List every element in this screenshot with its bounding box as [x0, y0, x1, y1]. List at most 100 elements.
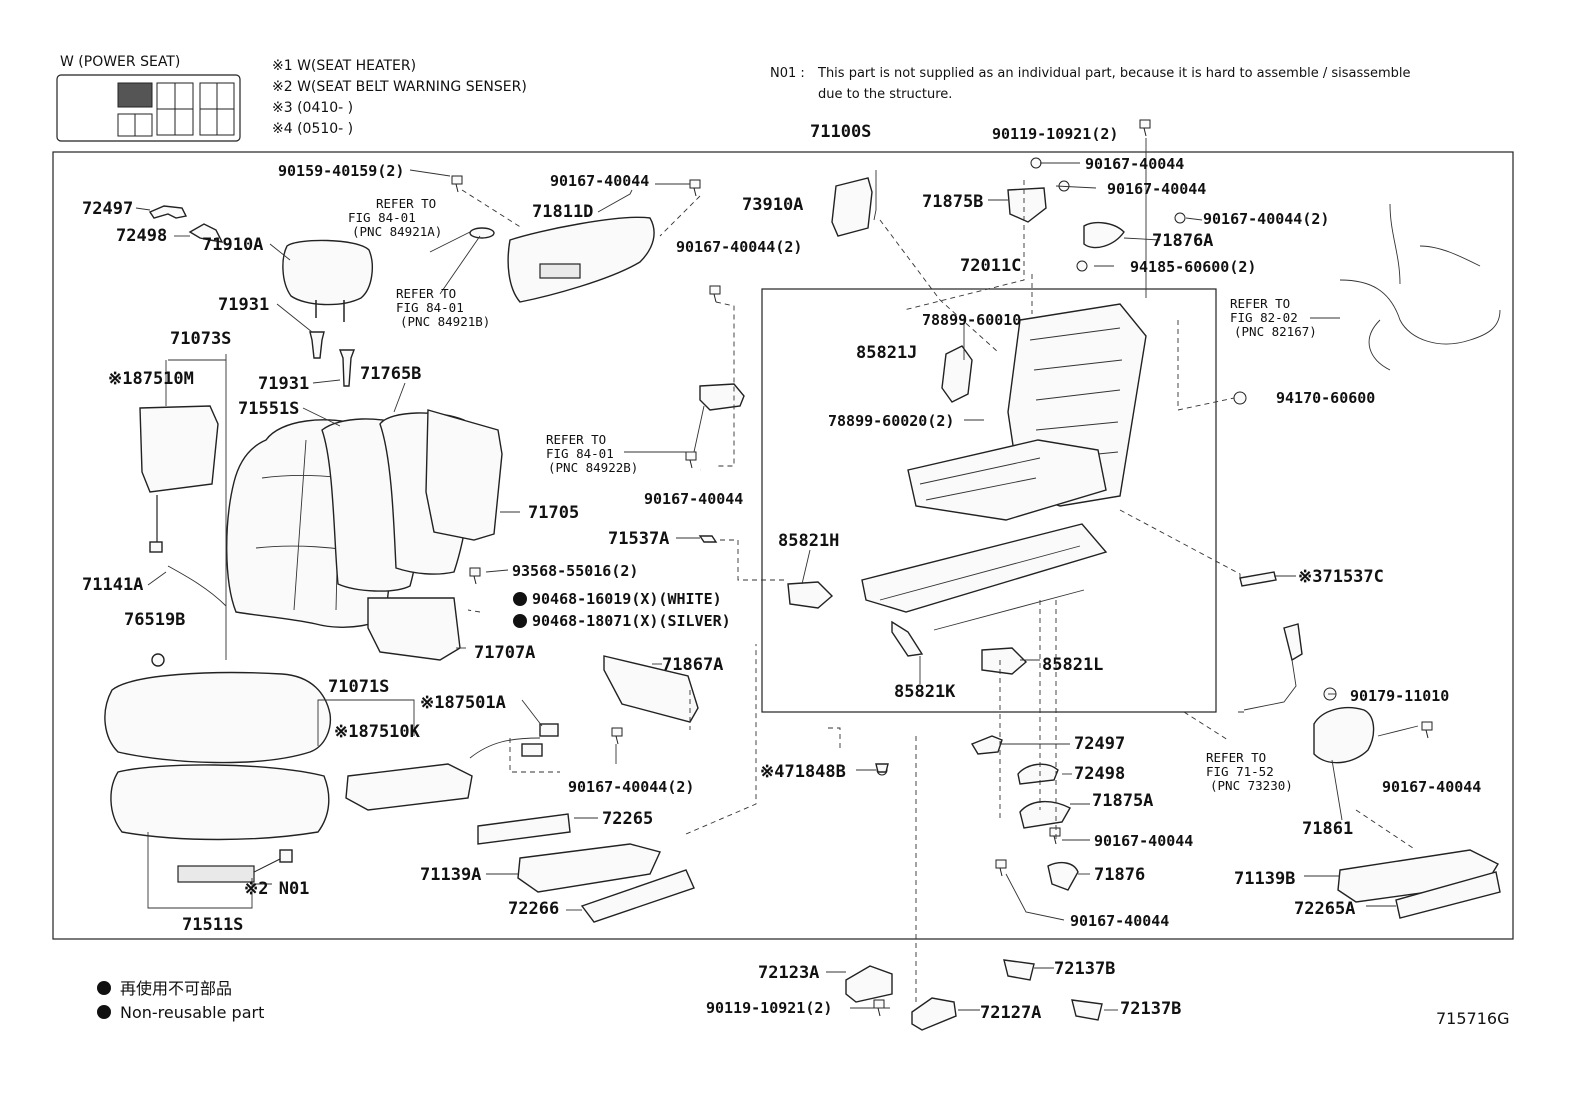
- belt-sensor-shape: [177, 865, 255, 883]
- label-71861: 71861: [1302, 819, 1353, 839]
- svg-text:(PNC 84921A): (PNC 84921A): [352, 224, 442, 239]
- clip-72498-shape: [188, 223, 224, 243]
- label-72137B-b: 72137B: [1120, 999, 1181, 1019]
- label-72497-top: 72497: [82, 199, 133, 219]
- buckle-71861-shape: [1313, 706, 1375, 764]
- screws: [451, 119, 1433, 1017]
- label-71876A: 71876A: [1152, 231, 1213, 251]
- label-90167-right: 90167-40044: [1382, 778, 1481, 796]
- label-78899-a: 78899-60010: [922, 311, 1021, 329]
- refer-82167: REFER TO FIG 82-02 (PNC 82167): [1230, 296, 1317, 339]
- label-90167-lo2: 90167-40044: [1070, 912, 1169, 930]
- non-reusable-dot-2: [513, 614, 527, 628]
- label-71511S: 71511S: [182, 915, 243, 935]
- label-93568: 93568-55016(2): [512, 562, 638, 580]
- variant-title: W (POWER SEAT): [60, 54, 180, 70]
- svg-text:REFER TO: REFER TO: [376, 196, 436, 211]
- svg-text:REFER TO: REFER TO: [1206, 750, 1266, 765]
- label-87501A: ※187501A: [420, 693, 506, 713]
- label-71875B: 71875B: [922, 192, 983, 212]
- diagram-frame: [52, 151, 1514, 940]
- label-72123A: 72123A: [758, 963, 819, 983]
- label-72266: 72266: [508, 899, 559, 919]
- clip-72137B-b-shape: [1071, 999, 1103, 1021]
- cover-71876A-shape: [1083, 221, 1125, 249]
- label-94170: 94170-60600: [1276, 389, 1375, 407]
- clip-72137B-a-shape: [1003, 959, 1035, 981]
- headrest-shape: [282, 239, 373, 306]
- label-90119-top: 90119-10921(2): [992, 125, 1118, 143]
- label-72265: 72265: [602, 809, 653, 829]
- label-90468-white: 90468-16019(X)(WHITE): [532, 590, 722, 608]
- refer-84921A: REFER TO FIG 84-01 (PNC 84921A): [348, 196, 442, 239]
- label-72498-low: 72498: [1074, 764, 1125, 784]
- heater-seat-shape: [345, 763, 473, 811]
- label-72498-top: 72498: [116, 226, 167, 246]
- label-72127A: 72127A: [980, 1003, 1041, 1023]
- label-90167-mid: 90167-40044(2): [676, 238, 802, 256]
- label-85821H: 85821H: [778, 531, 839, 551]
- refer-84921B: REFER TO FIG 84-01 (PNC 84921B): [396, 286, 490, 329]
- cover-72123A-shape: [845, 965, 893, 1003]
- svg-text:FIG 82-02: FIG 82-02: [1230, 310, 1298, 325]
- guide-71931-a-shape: [309, 331, 325, 359]
- motor-85821H-shape: [787, 581, 834, 609]
- label-90167-tray: 90167-40044(2): [568, 778, 694, 796]
- label-90167-r3: 90167-40044(2): [1203, 210, 1329, 228]
- label-94185: 94185-60600(2): [1130, 258, 1256, 276]
- label-71811D: 71811D: [532, 202, 593, 222]
- refer-73230: REFER TO FIG 71-52 (PNC 73230): [1206, 750, 1293, 793]
- svg-text:FIG 84-01: FIG 84-01: [546, 446, 614, 461]
- seat-cover-shape: [104, 671, 332, 764]
- label-71537C: ※371537C: [1298, 567, 1384, 587]
- variant-icon-box: [56, 74, 241, 142]
- label-78899-b: 78899-60020(2): [828, 412, 954, 430]
- back-panel-shape: [425, 409, 503, 541]
- bracket-shape: [699, 383, 745, 411]
- label-71931-a: 71931: [218, 295, 269, 315]
- label-90167-r1: 90167-40044: [1085, 155, 1184, 173]
- lower-trim-shape: [367, 597, 461, 661]
- cover-71139A-shape: [517, 843, 661, 893]
- label-85821K: 85821K: [894, 682, 956, 702]
- label-71705: 71705: [528, 503, 579, 523]
- cover-72265-shape: [477, 813, 571, 845]
- label-90179: 90179-11010: [1350, 687, 1449, 705]
- label-90167-lo1: 90167-40044: [1094, 832, 1193, 850]
- seat-track-shape: [861, 523, 1108, 613]
- label-71139A: 71139A: [420, 865, 481, 885]
- label-71073S: 71073S: [170, 329, 231, 349]
- svg-text:(PNC 84922B): (PNC 84922B): [548, 460, 638, 475]
- label-90159: 90159-40159(2): [278, 162, 404, 180]
- svg-text:REFER TO: REFER TO: [546, 432, 606, 447]
- label-87510K: ※187510K: [334, 722, 421, 742]
- label-71551S: 71551S: [238, 399, 299, 419]
- heater-back-shape: [139, 405, 219, 493]
- label-87510M: ※187510M: [108, 369, 194, 389]
- svg-text:REFER TO: REFER TO: [396, 286, 456, 301]
- label-90468-silver: 90468-18071(X)(SILVER): [532, 612, 731, 630]
- svg-text:(PNC 84921B): (PNC 84921B): [400, 314, 490, 329]
- label-71707A: 71707A: [474, 643, 535, 663]
- label-71875A: 71875A: [1092, 791, 1153, 811]
- condition-3: ※3 (0410- ): [272, 100, 353, 116]
- leader-lines: [135, 138, 1419, 1011]
- legend-dot-jp: [97, 981, 111, 995]
- cover-71875B-shape: [1007, 187, 1047, 223]
- belt-anchor-shape: [1283, 623, 1303, 662]
- label-90167-bracket: 90167-40044: [644, 490, 743, 508]
- label-71139B: 71139B: [1234, 869, 1295, 889]
- label-72265A: 72265A: [1294, 899, 1355, 919]
- label-73910A: 73910A: [742, 195, 803, 215]
- label-71931-b: 71931: [258, 374, 309, 394]
- label-72137B-a: 72137B: [1054, 959, 1115, 979]
- legend-en: Non-reusable part: [120, 1003, 264, 1022]
- label-90167-r2: 90167-40044: [1107, 180, 1206, 198]
- legend-jp: 再使用不可部品: [120, 979, 232, 998]
- part-labels: 71100S 90119-10921(2) 90167-40044 90167-…: [82, 122, 1481, 1023]
- label-71910A: 71910A: [202, 235, 263, 255]
- non-reusable-dot-1: [513, 592, 527, 606]
- guide-71931-b-shape: [338, 349, 356, 387]
- label-71876: 71876: [1094, 865, 1145, 885]
- cover-72265A-shape: [1395, 871, 1501, 919]
